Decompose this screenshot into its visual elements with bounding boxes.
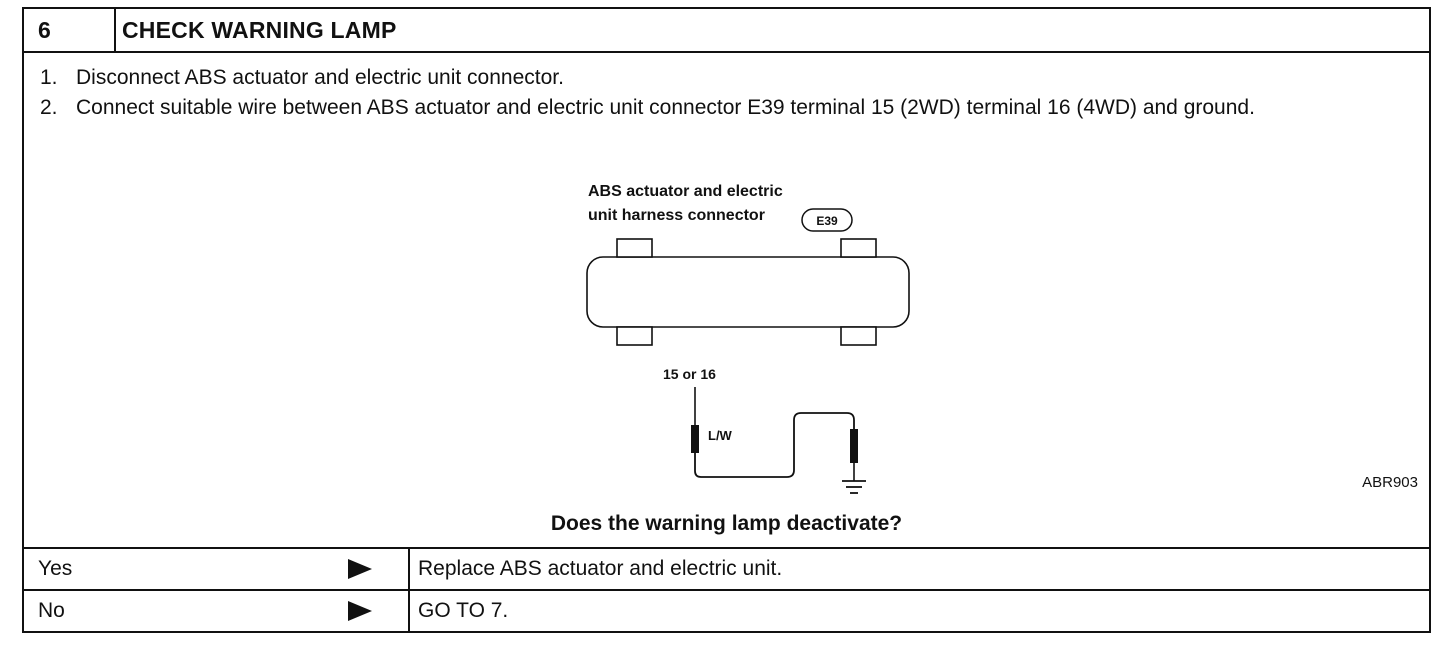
step-header: 6 CHECK WARNING LAMP bbox=[24, 9, 1429, 53]
answer-result: Replace ABS actuator and electric unit. bbox=[418, 557, 783, 580]
column-divider bbox=[408, 549, 410, 589]
figure-id: ABR903 bbox=[1362, 474, 1418, 491]
instruction-item: 1. Disconnect ABS actuator and electric … bbox=[36, 63, 1426, 93]
connector-tab-icon bbox=[616, 326, 653, 346]
step-number: 6 bbox=[24, 9, 116, 51]
terminal-label: 15 or 16 bbox=[663, 366, 716, 382]
answer-result: GO TO 7. bbox=[418, 599, 509, 622]
answer-label: Yes bbox=[38, 557, 73, 580]
instruction-item: 2. Connect suitable wire between ABS act… bbox=[36, 93, 1426, 123]
answer-row-yes: Yes Replace ABS actuator and electric un… bbox=[24, 547, 1429, 589]
connector-code-text: E39 bbox=[816, 214, 838, 228]
instruction-number: 2. bbox=[40, 96, 58, 119]
wire-label: L/W bbox=[708, 428, 733, 443]
connector-tab-icon bbox=[616, 238, 653, 258]
column-divider bbox=[408, 591, 410, 631]
ground-icon bbox=[842, 480, 866, 494]
step-title: CHECK WARNING LAMP bbox=[122, 17, 397, 43]
diagnostic-step-table: 6 CHECK WARNING LAMP 1. Disconnect ABS a… bbox=[22, 7, 1431, 633]
instruction-list: 1. Disconnect ABS actuator and electric … bbox=[36, 63, 1426, 123]
answer-row-no: No GO TO 7. bbox=[24, 589, 1429, 631]
connector-label-line1: ABS actuator and electric bbox=[588, 183, 783, 200]
connector-code-badge bbox=[801, 208, 853, 232]
arrow-right-icon bbox=[348, 601, 372, 621]
jumper-wire bbox=[694, 412, 855, 478]
instruction-text: Disconnect ABS actuator and electric uni… bbox=[76, 66, 564, 89]
arrow-right-icon bbox=[348, 559, 372, 579]
connector-tab-icon bbox=[840, 238, 877, 258]
instruction-number: 1. bbox=[40, 66, 58, 89]
harness-connector-icon bbox=[586, 256, 910, 328]
probe-right-icon bbox=[850, 429, 858, 463]
answer-label: No bbox=[38, 599, 65, 622]
connector-tab-icon bbox=[840, 326, 877, 346]
diagnostic-question: Does the warning lamp deactivate? bbox=[550, 512, 903, 535]
wiring-figure: ABS actuator and electric unit harness c… bbox=[24, 179, 1429, 509]
wiring-diagram-svg: E39 15 or 16 L/W bbox=[586, 208, 1418, 494]
probe-left-icon bbox=[691, 425, 699, 453]
connector-label-line2: unit harness connector bbox=[588, 207, 765, 224]
instruction-text: Connect suitable wire between ABS actuat… bbox=[76, 96, 1255, 119]
